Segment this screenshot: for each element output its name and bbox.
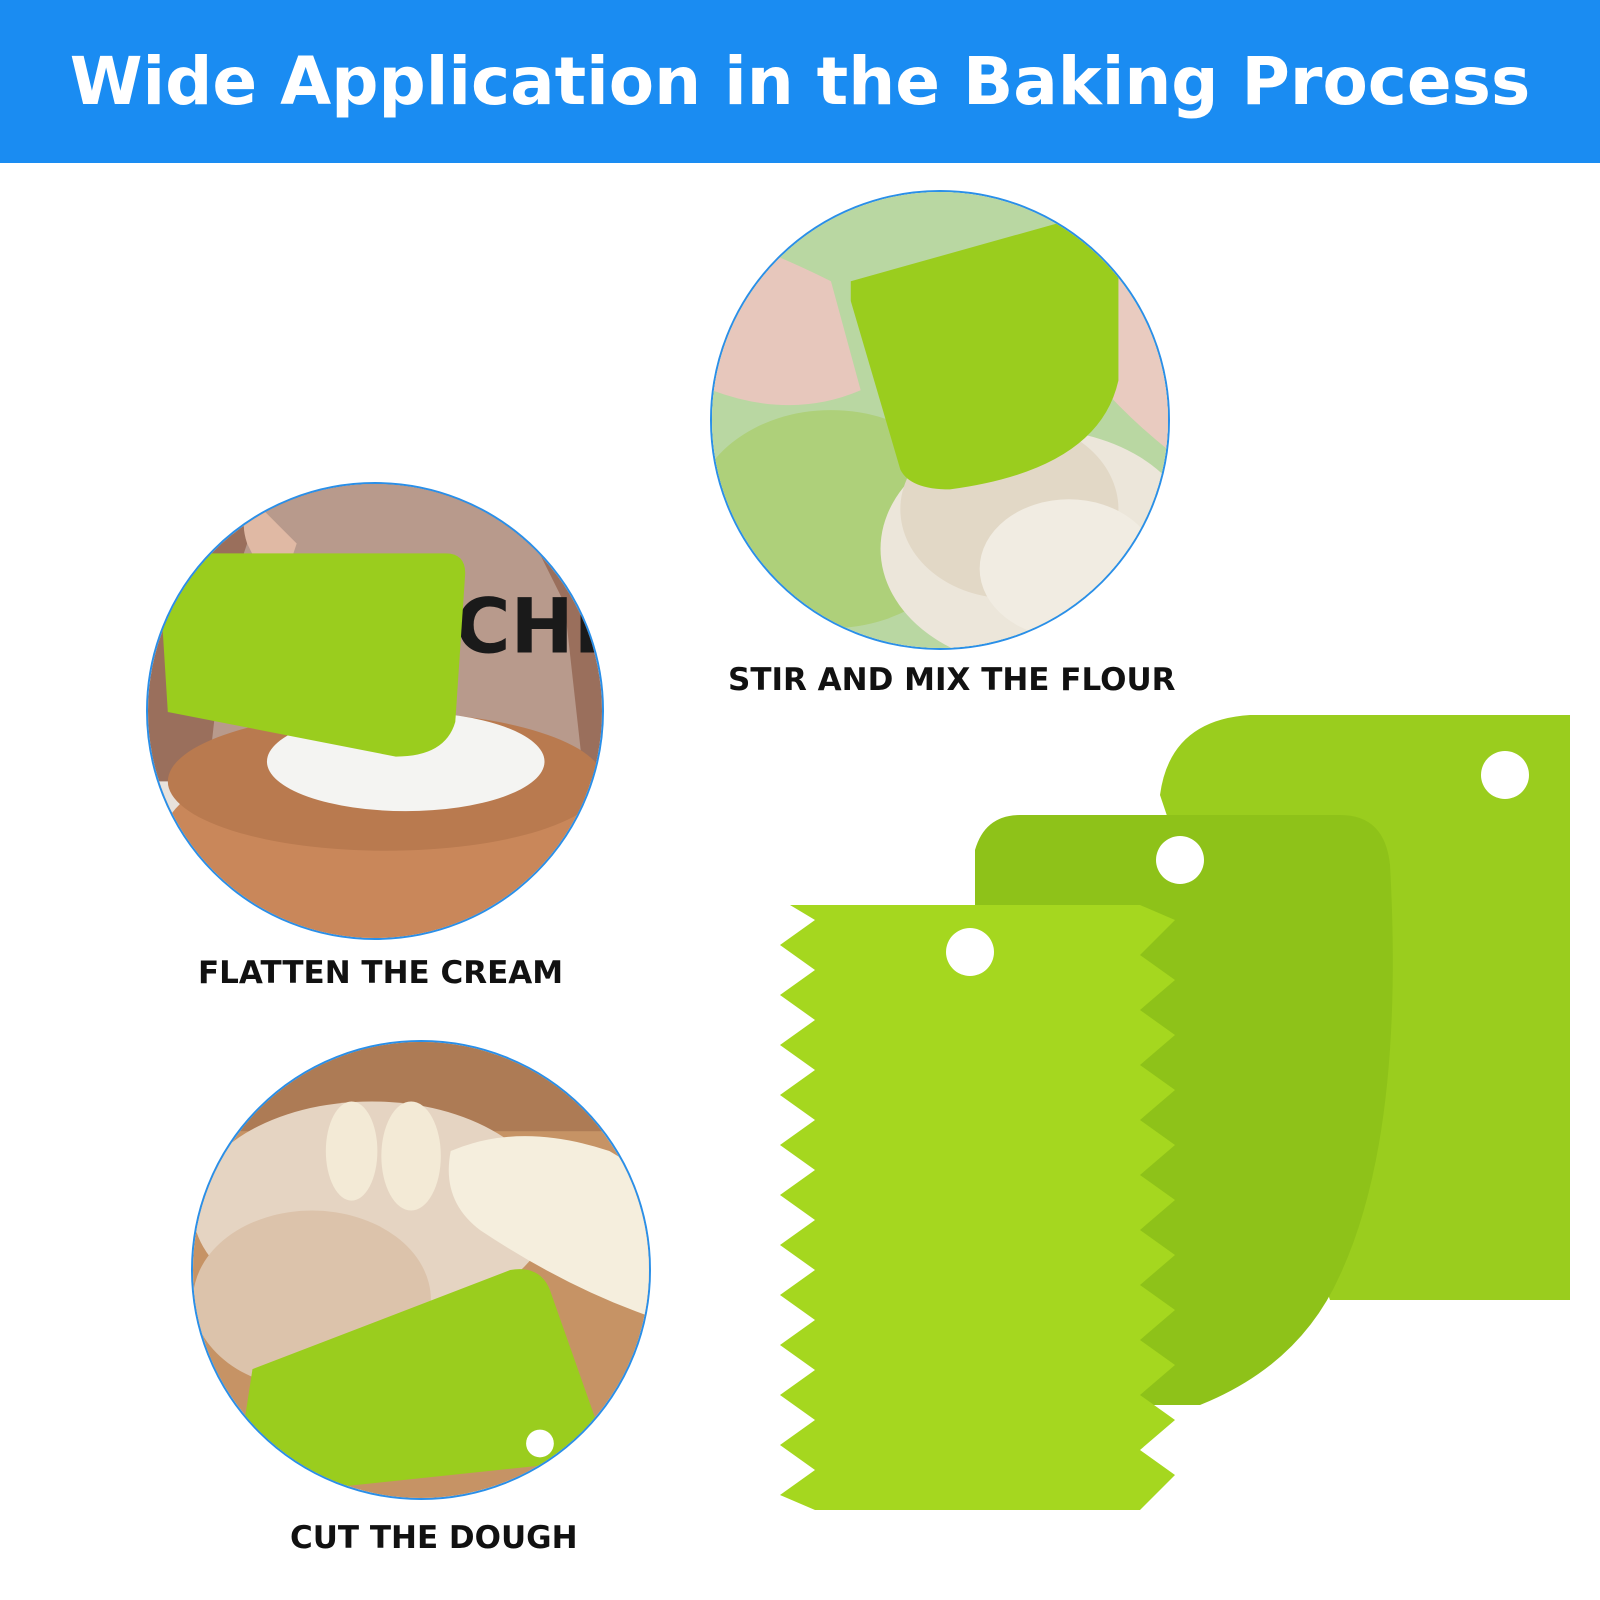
caption-cut-dough: CUT THE DOUGH xyxy=(290,1520,578,1556)
hang-hole-icon xyxy=(1156,836,1204,884)
cream-flattening-photo: CHEF xyxy=(146,482,604,940)
hang-hole-icon xyxy=(1481,751,1529,799)
serrated-scraper-front xyxy=(780,905,1175,1510)
header-banner: Wide Application in the Baking Process xyxy=(0,0,1600,163)
dough-cutting-photo xyxy=(191,1040,651,1500)
dough-scraper-set xyxy=(780,715,1580,1535)
flour-mixing-photo xyxy=(710,190,1170,650)
apron-text: CHEF xyxy=(455,583,602,671)
caption-flatten-cream: FLATTEN THE CREAM xyxy=(198,955,564,991)
caption-stir-flour: STIR AND MIX THE FLOUR xyxy=(728,662,1176,698)
hang-hole-icon xyxy=(946,928,994,976)
page-title: Wide Application in the Baking Process xyxy=(69,43,1531,120)
